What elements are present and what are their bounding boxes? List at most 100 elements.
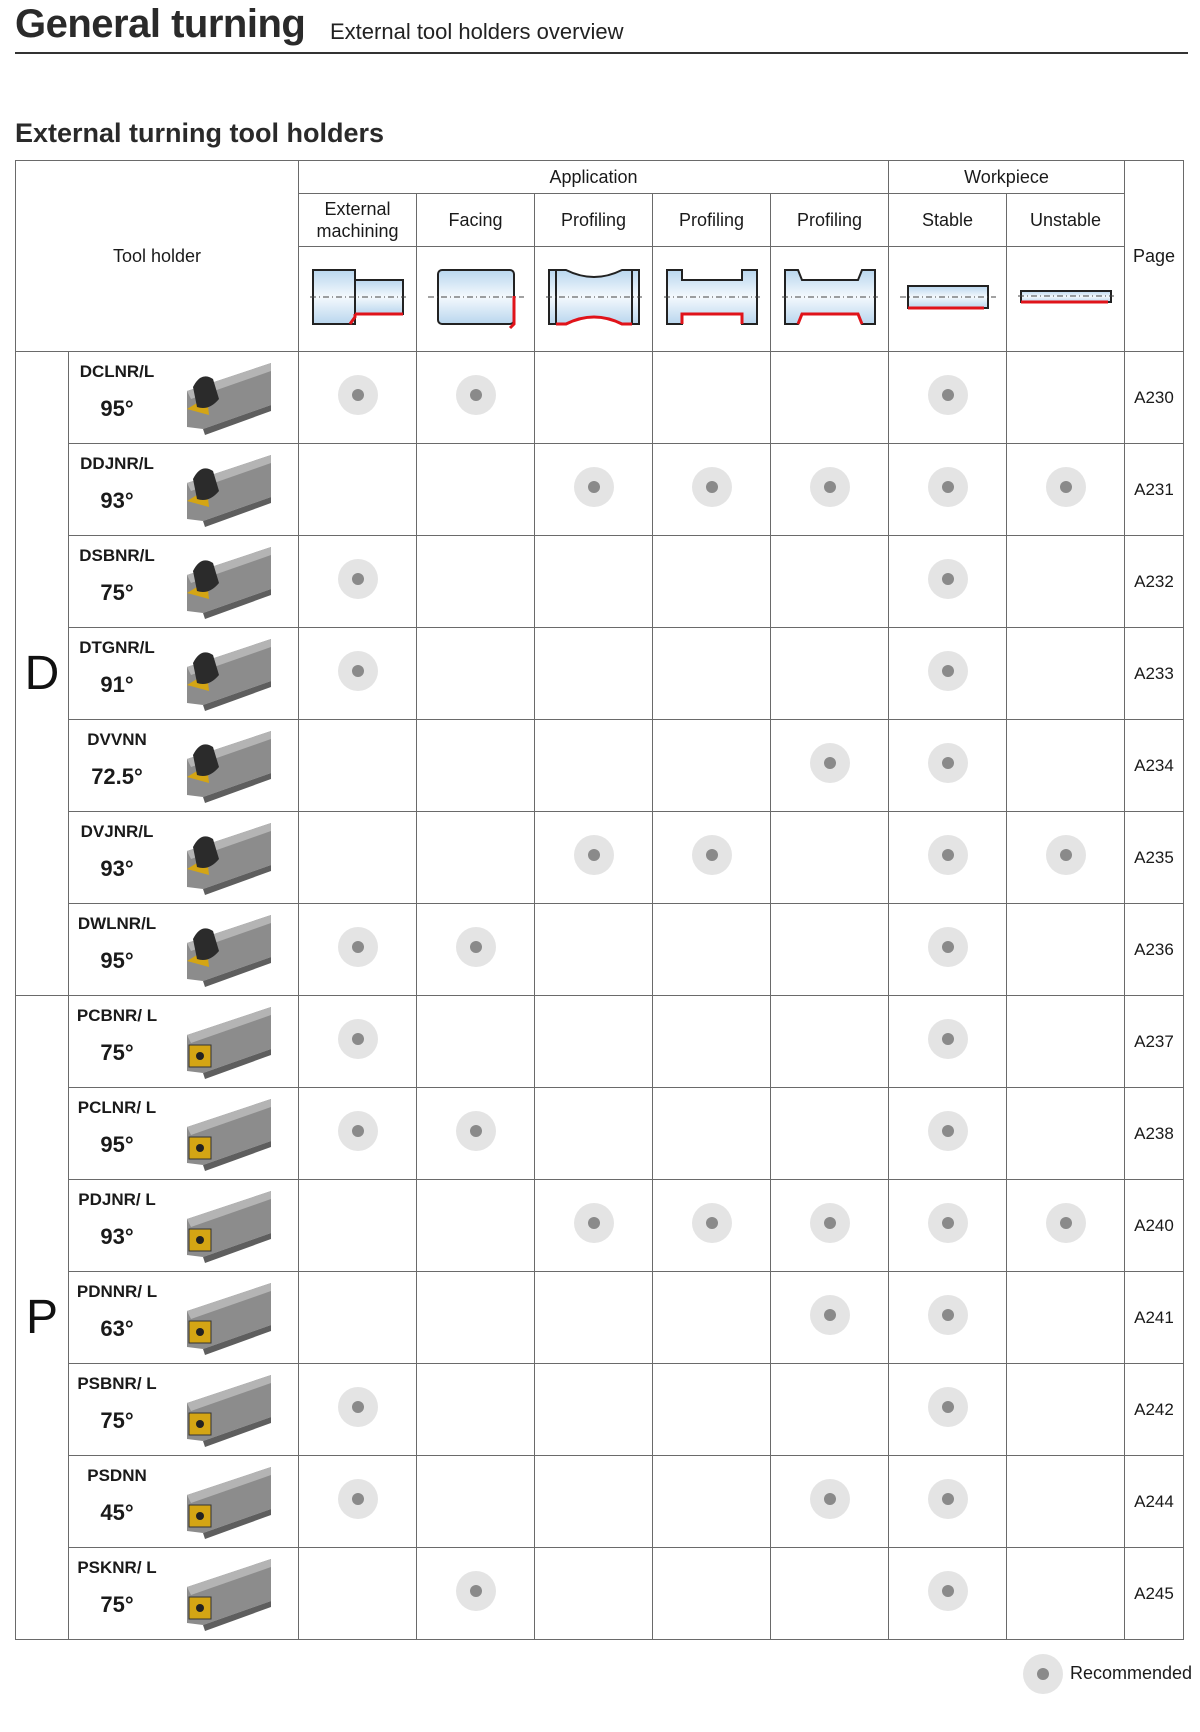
workpiece-header: Workpiece <box>888 160 1125 194</box>
group-letter-p: P <box>15 995 69 1640</box>
tool-holder-cell: PCLNR/ L 95° <box>68 1087 299 1180</box>
cell-profiling-3 <box>770 1547 889 1640</box>
table-row: DTGNR/L 91° A233 <box>16 627 1184 720</box>
cell-facing <box>416 1271 535 1364</box>
recommended-dot-icon <box>927 1203 968 1243</box>
cell-profiling-1 <box>534 1087 653 1180</box>
cell-profiling-1 <box>534 1363 653 1456</box>
profiling-diagram-2 <box>652 246 771 352</box>
holder-angle: 91° <box>100 672 134 697</box>
recommended-dot-icon <box>927 743 968 783</box>
recommended-dot-icon <box>337 559 378 599</box>
cell-stable <box>888 535 1007 628</box>
cell-facing <box>416 719 535 812</box>
recommended-dot-icon <box>927 375 968 415</box>
cell-facing <box>416 627 535 720</box>
cell-external-machining <box>298 351 417 444</box>
cell-external-machining <box>298 1547 417 1640</box>
tool-holder-cell: DDJNR/L 93° <box>68 443 299 536</box>
cell-profiling-3 <box>770 535 889 628</box>
holder-angle: 63° <box>100 1316 134 1341</box>
recommended-dot-icon <box>927 1111 968 1151</box>
cell-facing <box>416 1087 535 1180</box>
cell-unstable <box>1006 627 1125 720</box>
recommended-dot-icon <box>455 1571 496 1611</box>
cell-external-machining <box>298 1363 417 1456</box>
cell-stable <box>888 351 1007 444</box>
recommended-dot-icon <box>927 1295 968 1335</box>
cell-facing <box>416 1363 535 1456</box>
page-ref: A241 <box>1124 1271 1184 1364</box>
col-header-stable: Stable <box>888 193 1007 247</box>
cell-profiling-1 <box>534 1455 653 1548</box>
page-ref: A240 <box>1124 1179 1184 1272</box>
cell-profiling-3 <box>770 1271 889 1364</box>
page-ref: A230 <box>1124 351 1184 444</box>
cell-profiling-2 <box>652 443 771 536</box>
cell-unstable <box>1006 1179 1125 1272</box>
page-ref: A244 <box>1124 1455 1184 1548</box>
col-header-facing: Facing <box>416 193 535 247</box>
cell-profiling-1 <box>534 535 653 628</box>
table-row: DDJNR/L 93° A231 <box>16 443 1184 536</box>
table-row: PSKNR/ L 75° A245 <box>16 1547 1184 1640</box>
table-row: DWLNR/L 95° A236 <box>16 903 1184 996</box>
holder-name: DVVNN <box>87 730 147 749</box>
cell-facing <box>416 443 535 536</box>
cell-unstable <box>1006 1455 1125 1548</box>
holder-name: PSKNR/ L <box>77 1558 157 1577</box>
cell-external-machining <box>298 535 417 628</box>
page-ref: A236 <box>1124 903 1184 996</box>
cell-unstable <box>1006 443 1125 536</box>
recommended-dot-icon <box>337 1111 378 1151</box>
tool-holder-cell: DTGNR/L 91° <box>68 627 299 720</box>
cell-stable <box>888 1179 1007 1272</box>
cell-facing <box>416 1455 535 1548</box>
cell-unstable <box>1006 1087 1125 1180</box>
page-ref: A235 <box>1124 811 1184 904</box>
holder-angle: 75° <box>100 1040 134 1065</box>
col-header-external-machining: External machining <box>298 193 417 247</box>
holder-angle: 75° <box>100 580 134 605</box>
table-row: PDNNR/ L 63° A241 <box>16 1271 1184 1364</box>
stable-workpiece-diagram <box>888 246 1007 352</box>
cell-stable <box>888 1363 1007 1456</box>
cell-profiling-2 <box>652 903 771 996</box>
profiling-diagram-1 <box>534 246 653 352</box>
cell-external-machining <box>298 1271 417 1364</box>
holder-angle: 95° <box>100 948 134 973</box>
holder-angle: 95° <box>100 396 134 421</box>
cell-profiling-3 <box>770 443 889 536</box>
page-header: General turning External tool holders ov… <box>15 0 1188 54</box>
cell-profiling-1 <box>534 1179 653 1272</box>
tool-holder-cell: PSBNR/ L 75° <box>68 1363 299 1456</box>
cell-profiling-3 <box>770 1179 889 1272</box>
table-row: PCLNR/ L 95° A238 <box>16 1087 1184 1180</box>
holder-name: DTGNR/L <box>79 638 155 657</box>
cell-profiling-3 <box>770 995 889 1088</box>
tool-holder-image <box>187 639 271 711</box>
cell-profiling-2 <box>652 535 771 628</box>
holder-angle: 45° <box>100 1500 134 1525</box>
table-body: D DCLNR/L 95° A230 DDJNR/L 93° A231 DSBN… <box>15 351 1184 1640</box>
cell-external-machining <box>298 443 417 536</box>
cell-profiling-1 <box>534 811 653 904</box>
cell-facing <box>416 903 535 996</box>
cell-external-machining <box>298 1455 417 1548</box>
cell-profiling-2 <box>652 1087 771 1180</box>
page-ref: A238 <box>1124 1087 1184 1180</box>
recommended-dot-icon <box>809 1479 850 1519</box>
cell-external-machining <box>298 811 417 904</box>
cell-external-machining <box>298 1179 417 1272</box>
cell-profiling-1 <box>534 627 653 720</box>
tool-holder-image <box>187 731 271 803</box>
cell-profiling-2 <box>652 1547 771 1640</box>
external-machining-diagram <box>298 246 417 352</box>
tool-holder-image <box>187 1283 271 1355</box>
tool-holder-cell: PCBNR/ L 75° <box>68 995 299 1088</box>
unstable-workpiece-diagram <box>1006 246 1125 352</box>
cell-external-machining <box>298 1087 417 1180</box>
tool-holder-image <box>187 1375 271 1447</box>
holder-name: DWLNR/L <box>77 914 157 933</box>
col-header-profiling-3: Profiling <box>770 193 889 247</box>
